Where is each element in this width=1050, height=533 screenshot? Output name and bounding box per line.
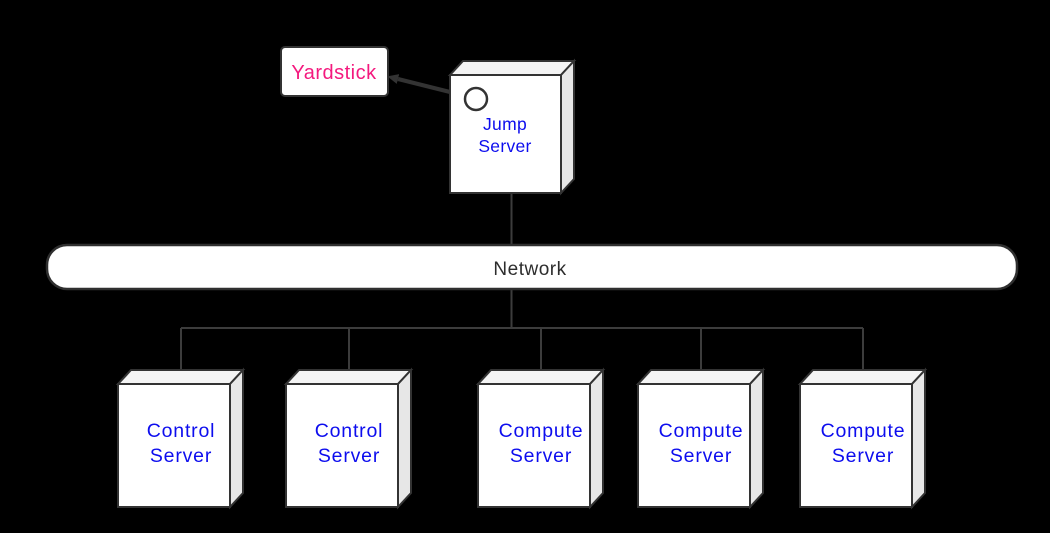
server-label-line2: Server (150, 445, 212, 467)
server-top-face (635, 369, 766, 385)
server-side-face (589, 367, 604, 510)
server-node-control-2: Control Server (283, 367, 414, 510)
server-node-compute-1: Compute Server (475, 367, 606, 510)
server-label-line1: Control (315, 420, 383, 442)
server-label-line1: Control (147, 420, 215, 442)
network-label: Network (493, 259, 566, 280)
server-top-face (283, 369, 414, 385)
server-label-line2: Server (510, 445, 572, 467)
network-bar (45, 243, 1019, 291)
yardstick-node: Yardstick (280, 46, 389, 97)
server-side-face (229, 367, 244, 510)
server-label-line2: Server (318, 445, 380, 467)
jump-server-node: Jump Server (447, 58, 577, 196)
server-label-line1: Compute (821, 420, 906, 442)
server-front-face (117, 383, 231, 508)
network-branch-links (180, 289, 864, 371)
yardstick-box (280, 46, 389, 97)
jump-server-top-face (447, 60, 577, 76)
server-top-face (115, 369, 246, 385)
server-label-line1: Compute (659, 420, 744, 442)
server-node-compute-2: Compute Server (635, 367, 766, 510)
server-label-line2: Server (832, 445, 894, 467)
server-top-face (475, 369, 606, 385)
server-label-line1: Compute (499, 420, 584, 442)
server-node-compute-3: Compute Server (797, 367, 928, 510)
network-node: Network (45, 243, 1019, 291)
server-label-line2: Server (670, 445, 732, 467)
server-front-face (637, 383, 751, 508)
jump-server-label-line2: Server (478, 136, 531, 156)
server-side-face (911, 367, 926, 510)
server-top-face (797, 369, 928, 385)
jump-server-label-line1: Jump (483, 114, 527, 134)
server-front-face (799, 383, 913, 508)
jump-server-port-icon (463, 86, 489, 112)
server-node-control-1: Control Server (115, 367, 246, 510)
server-front-face (477, 383, 591, 508)
server-side-face (749, 367, 764, 510)
jump-server-side-face (560, 58, 575, 196)
yardstick-label: Yardstick (291, 62, 377, 84)
server-front-face (285, 383, 399, 508)
server-side-face (397, 367, 412, 510)
